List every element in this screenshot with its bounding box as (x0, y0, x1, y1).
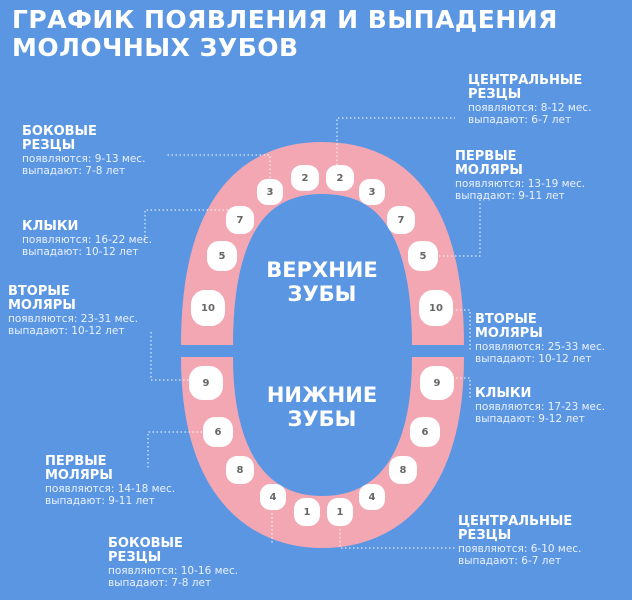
tooth-name: ВТОРЫЕ (8, 284, 70, 299)
tooth-upper: 2 (291, 165, 319, 191)
loss-age: выпадают: 6-7 лет (468, 114, 572, 126)
loss-age: выпадают: 6-7 лет (458, 555, 562, 567)
tooth-name: МОЛЯРЫ (475, 326, 543, 341)
tooth-upper: 3 (257, 179, 283, 205)
tooth-lower: 1 (294, 498, 320, 526)
tooth-name: БОКОВЫЕ (22, 124, 97, 139)
loss-age: выпадают: 9-11 лет (45, 495, 155, 507)
tooth-name: РЕЗЦЫ (458, 528, 512, 543)
eruption-age: появляются: 23-31 мес. (8, 313, 139, 325)
upper-jaw-line-1: ВЕРХНИЕ (266, 258, 378, 282)
tooth-name: ЦЕНТРАЛЬНЫЕ (458, 514, 573, 529)
eruption-age: появляются: 6-10 мес. (458, 543, 582, 555)
tooth-name: РЕЗЦЫ (468, 87, 522, 102)
upper-gum-arch (181, 141, 464, 346)
tooth-lower: 8 (226, 456, 254, 484)
tooth-upper: 5 (207, 241, 237, 271)
lower-gum-arch (181, 356, 464, 549)
tooth-name: МОЛЯРЫ (8, 298, 76, 313)
loss-age: выпадают: 10-12 лет (8, 325, 125, 337)
tooth-lower: 8 (389, 456, 417, 484)
loss-age: выпадают: 7-8 лет (108, 577, 212, 589)
tooth-name: ВТОРЫЕ (475, 312, 537, 327)
lower-jaw-line-1: НИЖНИЕ (266, 383, 378, 407)
tooth-lower: 6 (203, 417, 233, 447)
tooth-upper: 7 (387, 206, 415, 234)
upper-jaw-label: ВЕРХНИЕ ЗУБЫ (252, 258, 392, 306)
tooth-name: МОЛЯРЫ (455, 163, 523, 178)
eruption-age: появляются: 17-23 мес. (475, 401, 606, 413)
title-line-2: МОЛОЧНЫХ ЗУБОВ (12, 33, 299, 62)
tooth-lower: 9 (189, 366, 223, 400)
eruption-age: появляются: 10-16 мес. (108, 565, 239, 577)
tooth-upper: 7 (226, 206, 254, 234)
tooth-upper: 10 (191, 290, 225, 326)
tooth-lower: 4 (359, 484, 385, 510)
eruption-age: появляются: 9-13 мес. (22, 153, 146, 165)
lower-jaw-line-2: ЗУБЫ (287, 407, 357, 431)
tooth-name: КЛЫКИ (22, 219, 79, 234)
leader-lines (144, 117, 481, 549)
page-title: ГРАФИК ПОЯВЛЕНИЯ И ВЫПАДЕНИЯ МОЛОЧНЫХ ЗУ… (12, 6, 558, 62)
tooth-name: ЦЕНТРАЛЬНЫЕ (468, 73, 583, 88)
loss-age: выпадают: 7-8 лет (22, 165, 126, 177)
tooth-upper: 2 (326, 165, 354, 191)
tooth-name: КЛЫКИ (475, 386, 532, 401)
tooth-lower: 6 (410, 417, 440, 447)
eruption-age: появляются: 14-18 мес. (45, 483, 176, 495)
tooth-name: РЕЗЦЫ (108, 550, 162, 565)
tooth-name: БОКОВЫЕ (108, 536, 183, 551)
tooth-upper: 3 (359, 179, 385, 205)
loss-age: выпадают: 10-12 лет (475, 353, 592, 365)
tooth-name: ПЕРВЫЕ (45, 454, 107, 469)
loss-age: выпадают: 9-12 лет (475, 413, 585, 425)
loss-age: выпадают: 10-12 лет (22, 246, 139, 258)
eruption-age: появляются: 13-19 мес. (455, 178, 586, 190)
eruption-age: появляются: 16-22 мес. (22, 234, 153, 246)
tooth-upper: 10 (419, 290, 453, 326)
tooth-name: МОЛЯРЫ (45, 468, 113, 483)
tooth-lower: 4 (260, 484, 286, 510)
loss-age: выпадают: 9-11 лет (455, 190, 565, 202)
upper-jaw-line-2: ЗУБЫ (287, 282, 357, 306)
lower-jaw-label: НИЖНИЕ ЗУБЫ (252, 383, 392, 431)
tooth-name: ПЕРВЫЕ (455, 149, 517, 164)
eruption-age: появляются: 25-33 мес. (475, 341, 606, 353)
tooth-upper: 5 (408, 241, 438, 271)
title-line-1: ГРАФИК ПОЯВЛЕНИЯ И ВЫПАДЕНИЯ (12, 5, 558, 34)
tooth-name: РЕЗЦЫ (22, 138, 76, 153)
tooth-lower: 1 (327, 498, 353, 526)
tooth-lower: 9 (420, 366, 454, 400)
eruption-age: появляются: 8-12 мес. (468, 102, 592, 114)
